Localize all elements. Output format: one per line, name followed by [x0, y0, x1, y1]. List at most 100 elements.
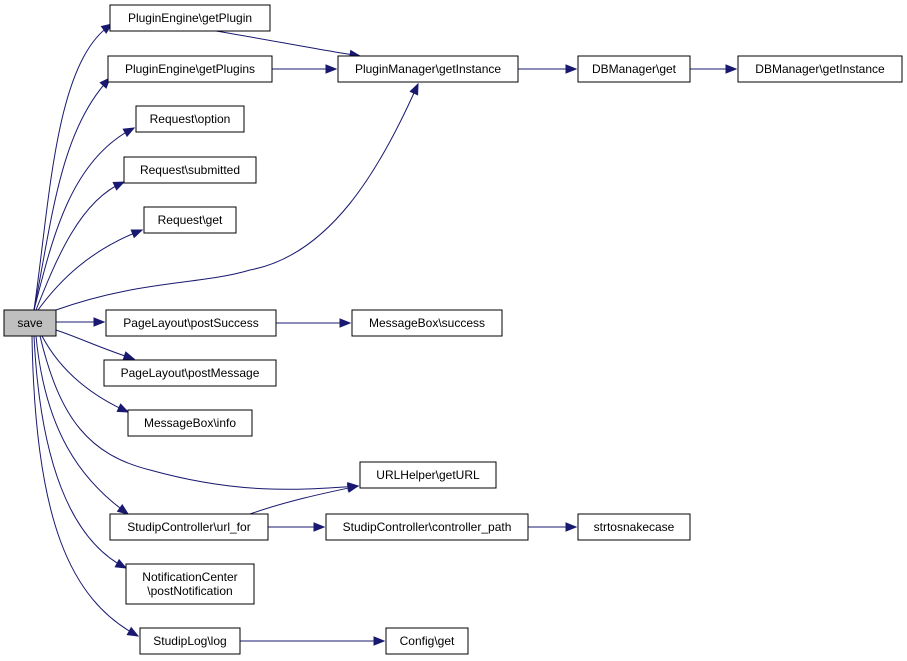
node-box: [123, 156, 257, 184]
node-label: Config\get: [400, 634, 455, 648]
edge-urlFor-to-getURL: [249, 483, 360, 515]
nodes-layer: save PluginEngine\getPluginPluginEngine\g…: [3, 4, 903, 655]
node-studipLog[interactable]: StudipLog\log: [139, 627, 241, 655]
edge-arrowhead: [116, 403, 130, 413]
edge-line: [33, 127, 135, 311]
node-save[interactable]: save: [3, 309, 57, 337]
node-box: [385, 627, 469, 655]
node-box: [737, 55, 903, 83]
node-label: Request\get: [158, 213, 223, 227]
edge-dbGet-to-dbInstance: [690, 64, 738, 74]
edge-arrowhead: [313, 522, 326, 532]
edge-save-to-urlFor: [35, 335, 130, 515]
node-reqGet[interactable]: Request\get: [143, 206, 237, 234]
edge-postSuccess-to-mbSuccess: [276, 318, 352, 328]
node-box: [577, 55, 691, 83]
node-label: MessageBox\success: [369, 316, 485, 330]
edge-arrowhead: [409, 82, 419, 96]
node-mbSuccess[interactable]: MessageBox\success: [351, 309, 503, 337]
node-controllerPath[interactable]: StudipController\controller_path: [325, 513, 529, 541]
node-reqOption[interactable]: Request\option: [135, 105, 245, 133]
node-configGet[interactable]: Config\get: [385, 627, 469, 655]
edge-save-to-getPlugin: [33, 23, 114, 311]
edge-save-to-reqGet: [37, 229, 144, 311]
node-snake[interactable]: strtosnakecase: [577, 513, 691, 541]
node-label: URLHelper\getURL: [376, 468, 480, 482]
node-box: [359, 461, 497, 489]
edge-arrowhead: [122, 127, 136, 138]
node-box: [337, 55, 519, 83]
edge-arrowhead: [126, 626, 140, 637]
edge-line: [37, 229, 143, 311]
node-pmInstance[interactable]: PluginManager\getInstance: [337, 55, 519, 83]
edge-arrowhead: [130, 229, 144, 239]
edge-arrowhead: [122, 351, 136, 361]
node-label: StudipController\url_for: [127, 520, 250, 534]
node-dbGet[interactable]: DBManager\get: [577, 55, 691, 83]
node-box: [577, 513, 691, 541]
edge-line: [31, 335, 139, 637]
node-box: [351, 309, 503, 337]
edge-line: [35, 335, 129, 515]
node-getURL[interactable]: URLHelper\getURL: [359, 461, 497, 489]
edge-arrowhead: [114, 558, 128, 569]
node-label: PluginEngine\getPlugin: [128, 11, 252, 25]
node-reqSubmitted[interactable]: Request\submitted: [123, 156, 257, 184]
node-postMessage[interactable]: PageLayout\postMessage: [103, 359, 277, 387]
edge-save-to-postMessage: [55, 329, 136, 361]
edge-arrowhead: [565, 64, 578, 74]
edge-arrowhead: [339, 318, 352, 328]
node-label: NotificationCenter: [142, 570, 237, 584]
node-label: MessageBox\info: [144, 416, 236, 430]
node-box: [127, 409, 253, 437]
edge-line: [33, 23, 113, 311]
node-label: PageLayout\postMessage: [121, 366, 260, 380]
edge-getPlugin-to-pmInstance: [215, 30, 362, 60]
edge-arrowhead: [325, 64, 338, 74]
edge-line: [215, 30, 361, 57]
edge-save-to-studipLog: [31, 335, 140, 637]
node-box: [107, 55, 273, 83]
edge-save-to-reqOption: [33, 127, 136, 311]
edge-controllerPath-to-snake: [528, 522, 578, 532]
node-label: DBManager\get: [592, 62, 677, 76]
node-box: [3, 309, 57, 337]
edge-arrowhead: [116, 503, 130, 515]
node-label: PluginManager\getInstance: [355, 62, 501, 76]
edge-save-to-pmInstance: [55, 82, 419, 311]
edge-line: [39, 335, 359, 490]
node-urlFor[interactable]: StudipController\url_for: [109, 513, 269, 541]
edge-arrowhead: [100, 23, 114, 34]
node-getPlugin[interactable]: PluginEngine\getPlugin: [109, 4, 271, 32]
node-box: [109, 513, 269, 541]
node-label: PageLayout\postSuccess: [123, 316, 258, 330]
edge-save-to-notify: [33, 335, 128, 569]
node-label: \postNotification: [147, 584, 232, 598]
edge-studipLog-to-configGet: [240, 636, 386, 646]
edge-save-to-postSuccess: [56, 317, 106, 327]
node-box: [143, 206, 237, 234]
edge-save-to-mbInfo: [41, 335, 130, 413]
node-postSuccess[interactable]: PageLayout\postSuccess: [105, 309, 277, 337]
node-mbInfo[interactable]: MessageBox\info: [127, 409, 253, 437]
node-box: [109, 4, 271, 32]
edge-pmInstance-to-dbGet: [518, 64, 578, 74]
node-box: [105, 309, 277, 337]
edge-line: [55, 83, 419, 311]
node-getPlugins[interactable]: PluginEngine\getPlugins: [107, 55, 273, 83]
edge-line: [35, 181, 125, 311]
edge-line: [33, 77, 111, 311]
node-box: [139, 627, 241, 655]
edges-layer: [31, 23, 738, 646]
node-label: Request\submitted: [140, 163, 240, 177]
edge-arrowhead: [93, 317, 106, 327]
edge-urlFor-to-controllerPath: [268, 522, 326, 532]
edge-save-to-reqSubmitted: [35, 181, 126, 311]
edge-arrowhead: [346, 483, 360, 493]
edge-getPlugins-to-pmInstance: [272, 64, 338, 74]
edge-arrowhead: [725, 64, 738, 74]
node-dbInstance[interactable]: DBManager\getInstance: [737, 55, 903, 83]
node-label: PluginEngine\getPlugins: [125, 62, 255, 76]
node-notify[interactable]: NotificationCenter\postNotification: [125, 563, 255, 605]
